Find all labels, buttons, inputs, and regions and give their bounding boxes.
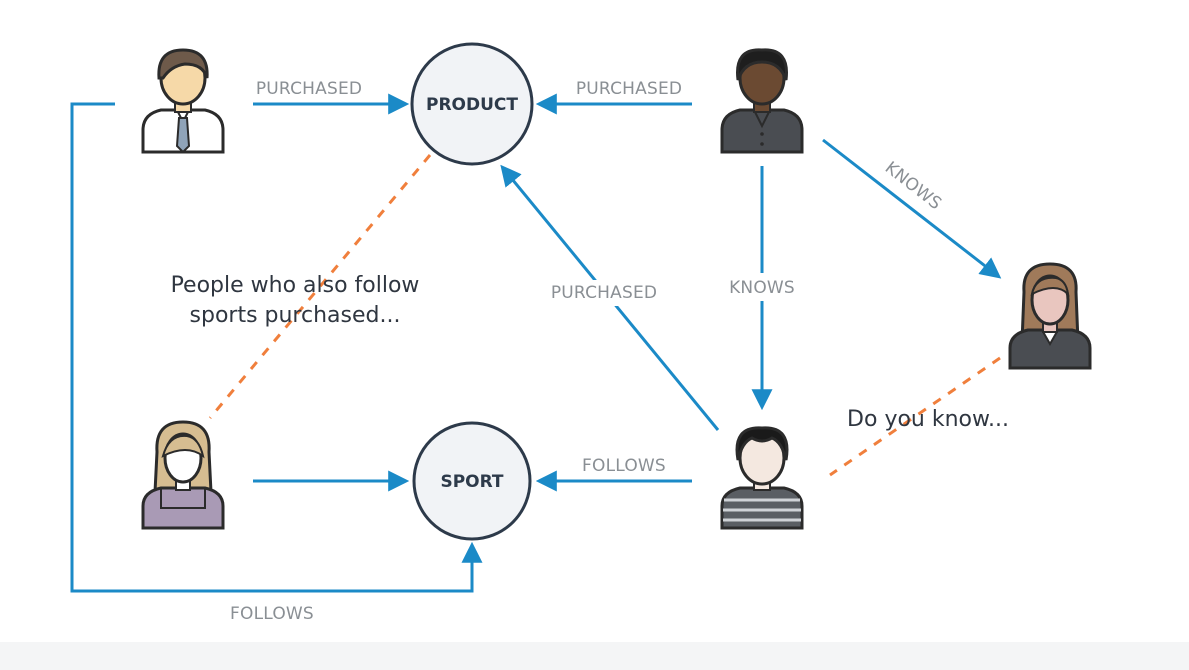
note-do-you-know: Do you know... (847, 407, 1009, 432)
edge-label-purchased-diagonal: PURCHASED (551, 283, 657, 303)
man-striped-shirt-icon[interactable] (720, 426, 804, 530)
node-sport-label: SPORT (440, 472, 503, 492)
arrow-businessman-sport (70, 102, 483, 593)
businessman-icon[interactable] (141, 48, 225, 154)
woman-brown-hair-icon[interactable] (1008, 262, 1092, 370)
edge-label-purchased-right: PURCHASED (576, 79, 682, 99)
edge-label-follows-right: FOLLOWS (582, 456, 666, 476)
edge-label-knows-diagonal: KNOWS (881, 158, 945, 214)
node-product[interactable]: PRODUCT (410, 42, 534, 166)
dashed-link-product-woman (208, 154, 432, 419)
note-people-line1: People who also follow (171, 273, 420, 298)
edge-label-knows-vertical: KNOWS (729, 278, 795, 298)
node-sport[interactable]: SPORT (412, 421, 532, 541)
man-dark-icon[interactable] (720, 48, 804, 154)
edge-label-purchased-left: PURCHASED (256, 79, 362, 99)
edge-label-follows-bottom: FOLLOWS (230, 604, 314, 624)
arrow-darkman-woman (822, 138, 1002, 279)
woman-blonde-icon[interactable] (141, 420, 225, 530)
bottom-strip (0, 642, 1189, 670)
node-product-label: PRODUCT (426, 95, 518, 115)
note-people-line2: sports purchased... (190, 303, 401, 328)
